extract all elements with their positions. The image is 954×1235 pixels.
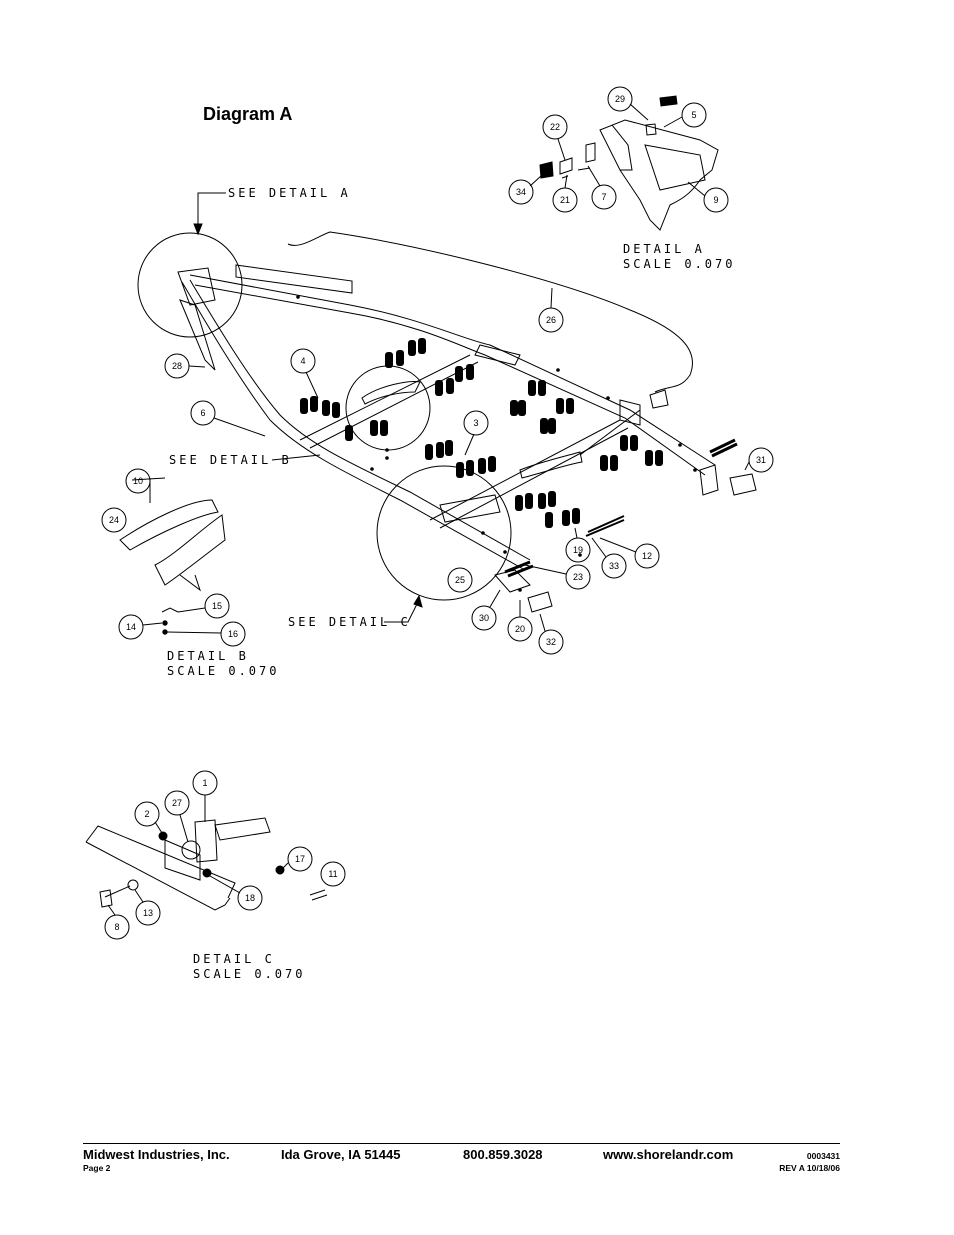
- footer-company: Midwest Industries, Inc.: [83, 1147, 230, 1162]
- detail-c-heading: DETAIL C: [193, 952, 275, 966]
- callout-25: 25: [455, 575, 465, 585]
- callout-28: 28: [172, 361, 182, 371]
- roller-wheels: [296, 295, 697, 592]
- callout-4: 4: [300, 356, 305, 366]
- callout-18: 18: [245, 893, 255, 903]
- detail-a-heading: DETAIL A: [623, 242, 705, 256]
- callout-23: 23: [573, 572, 583, 582]
- callout-1: 1: [202, 778, 207, 788]
- footer-city: Ida Grove, IA 51445: [281, 1147, 401, 1162]
- footer-revision: REV A 10/18/06: [779, 1163, 840, 1173]
- trailer-frame: [177, 231, 757, 613]
- footer-website: www.shorelandr.com: [603, 1147, 734, 1162]
- callout-13: 13: [143, 908, 153, 918]
- callout-2: 2: [144, 809, 149, 819]
- callout-24: 24: [109, 515, 119, 525]
- detail-b-drawing: [119, 477, 226, 635]
- footer-page: Page 2: [83, 1163, 111, 1173]
- callout-3: 3: [473, 418, 478, 428]
- callout-21: 21: [560, 195, 570, 205]
- callout-10: 10: [133, 476, 143, 486]
- callout-29: 29: [615, 94, 625, 104]
- detail-a-circle: [137, 232, 243, 338]
- callout-31: 31: [756, 455, 766, 465]
- callout-8: 8: [114, 922, 119, 932]
- detail-a-scale: SCALE 0.070: [623, 257, 735, 271]
- see-detail-a-label: SEE DETAIL A: [228, 186, 351, 200]
- see-detail-c-label: SEE DETAIL C: [288, 615, 411, 629]
- detail-c-circle: [376, 465, 512, 601]
- callout-27: 27: [172, 798, 182, 808]
- callout-bubbles: [101, 86, 774, 940]
- callout-26: 26: [546, 315, 556, 325]
- callout-17: 17: [295, 854, 305, 864]
- callout-9: 9: [713, 195, 718, 205]
- callout-20: 20: [515, 624, 525, 634]
- callout-22: 22: [550, 122, 560, 132]
- detail-b-circle: [345, 365, 431, 451]
- detail-a-drawing: [539, 95, 719, 231]
- callout-19: 19: [573, 545, 583, 555]
- footer-phone: 800.859.3028: [463, 1147, 543, 1162]
- detail-b-heading: DETAIL B: [167, 649, 249, 663]
- detail-c-scale: SCALE 0.070: [193, 967, 305, 981]
- callout-33: 33: [609, 561, 619, 571]
- callout-32: 32: [546, 637, 556, 647]
- callout-30: 30: [479, 613, 489, 623]
- footer-doc-number: 0003431: [806, 1151, 840, 1161]
- see-detail-b-label: SEE DETAIL B: [169, 453, 292, 467]
- detail-b-scale: SCALE 0.070: [167, 664, 279, 678]
- callout-11: 11: [328, 869, 337, 879]
- detail-c-drawing: [85, 817, 328, 911]
- callout-5: 5: [691, 110, 696, 120]
- footer-rule: [83, 1143, 840, 1144]
- callout-16: 16: [228, 629, 238, 639]
- diagram-title: Diagram A: [203, 104, 293, 124]
- callout-6: 6: [200, 408, 205, 418]
- callout-7: 7: [601, 192, 606, 202]
- callout-14: 14: [126, 622, 136, 632]
- callout-12: 12: [642, 551, 652, 561]
- callout-34: 34: [516, 187, 526, 197]
- callout-15: 15: [212, 601, 222, 611]
